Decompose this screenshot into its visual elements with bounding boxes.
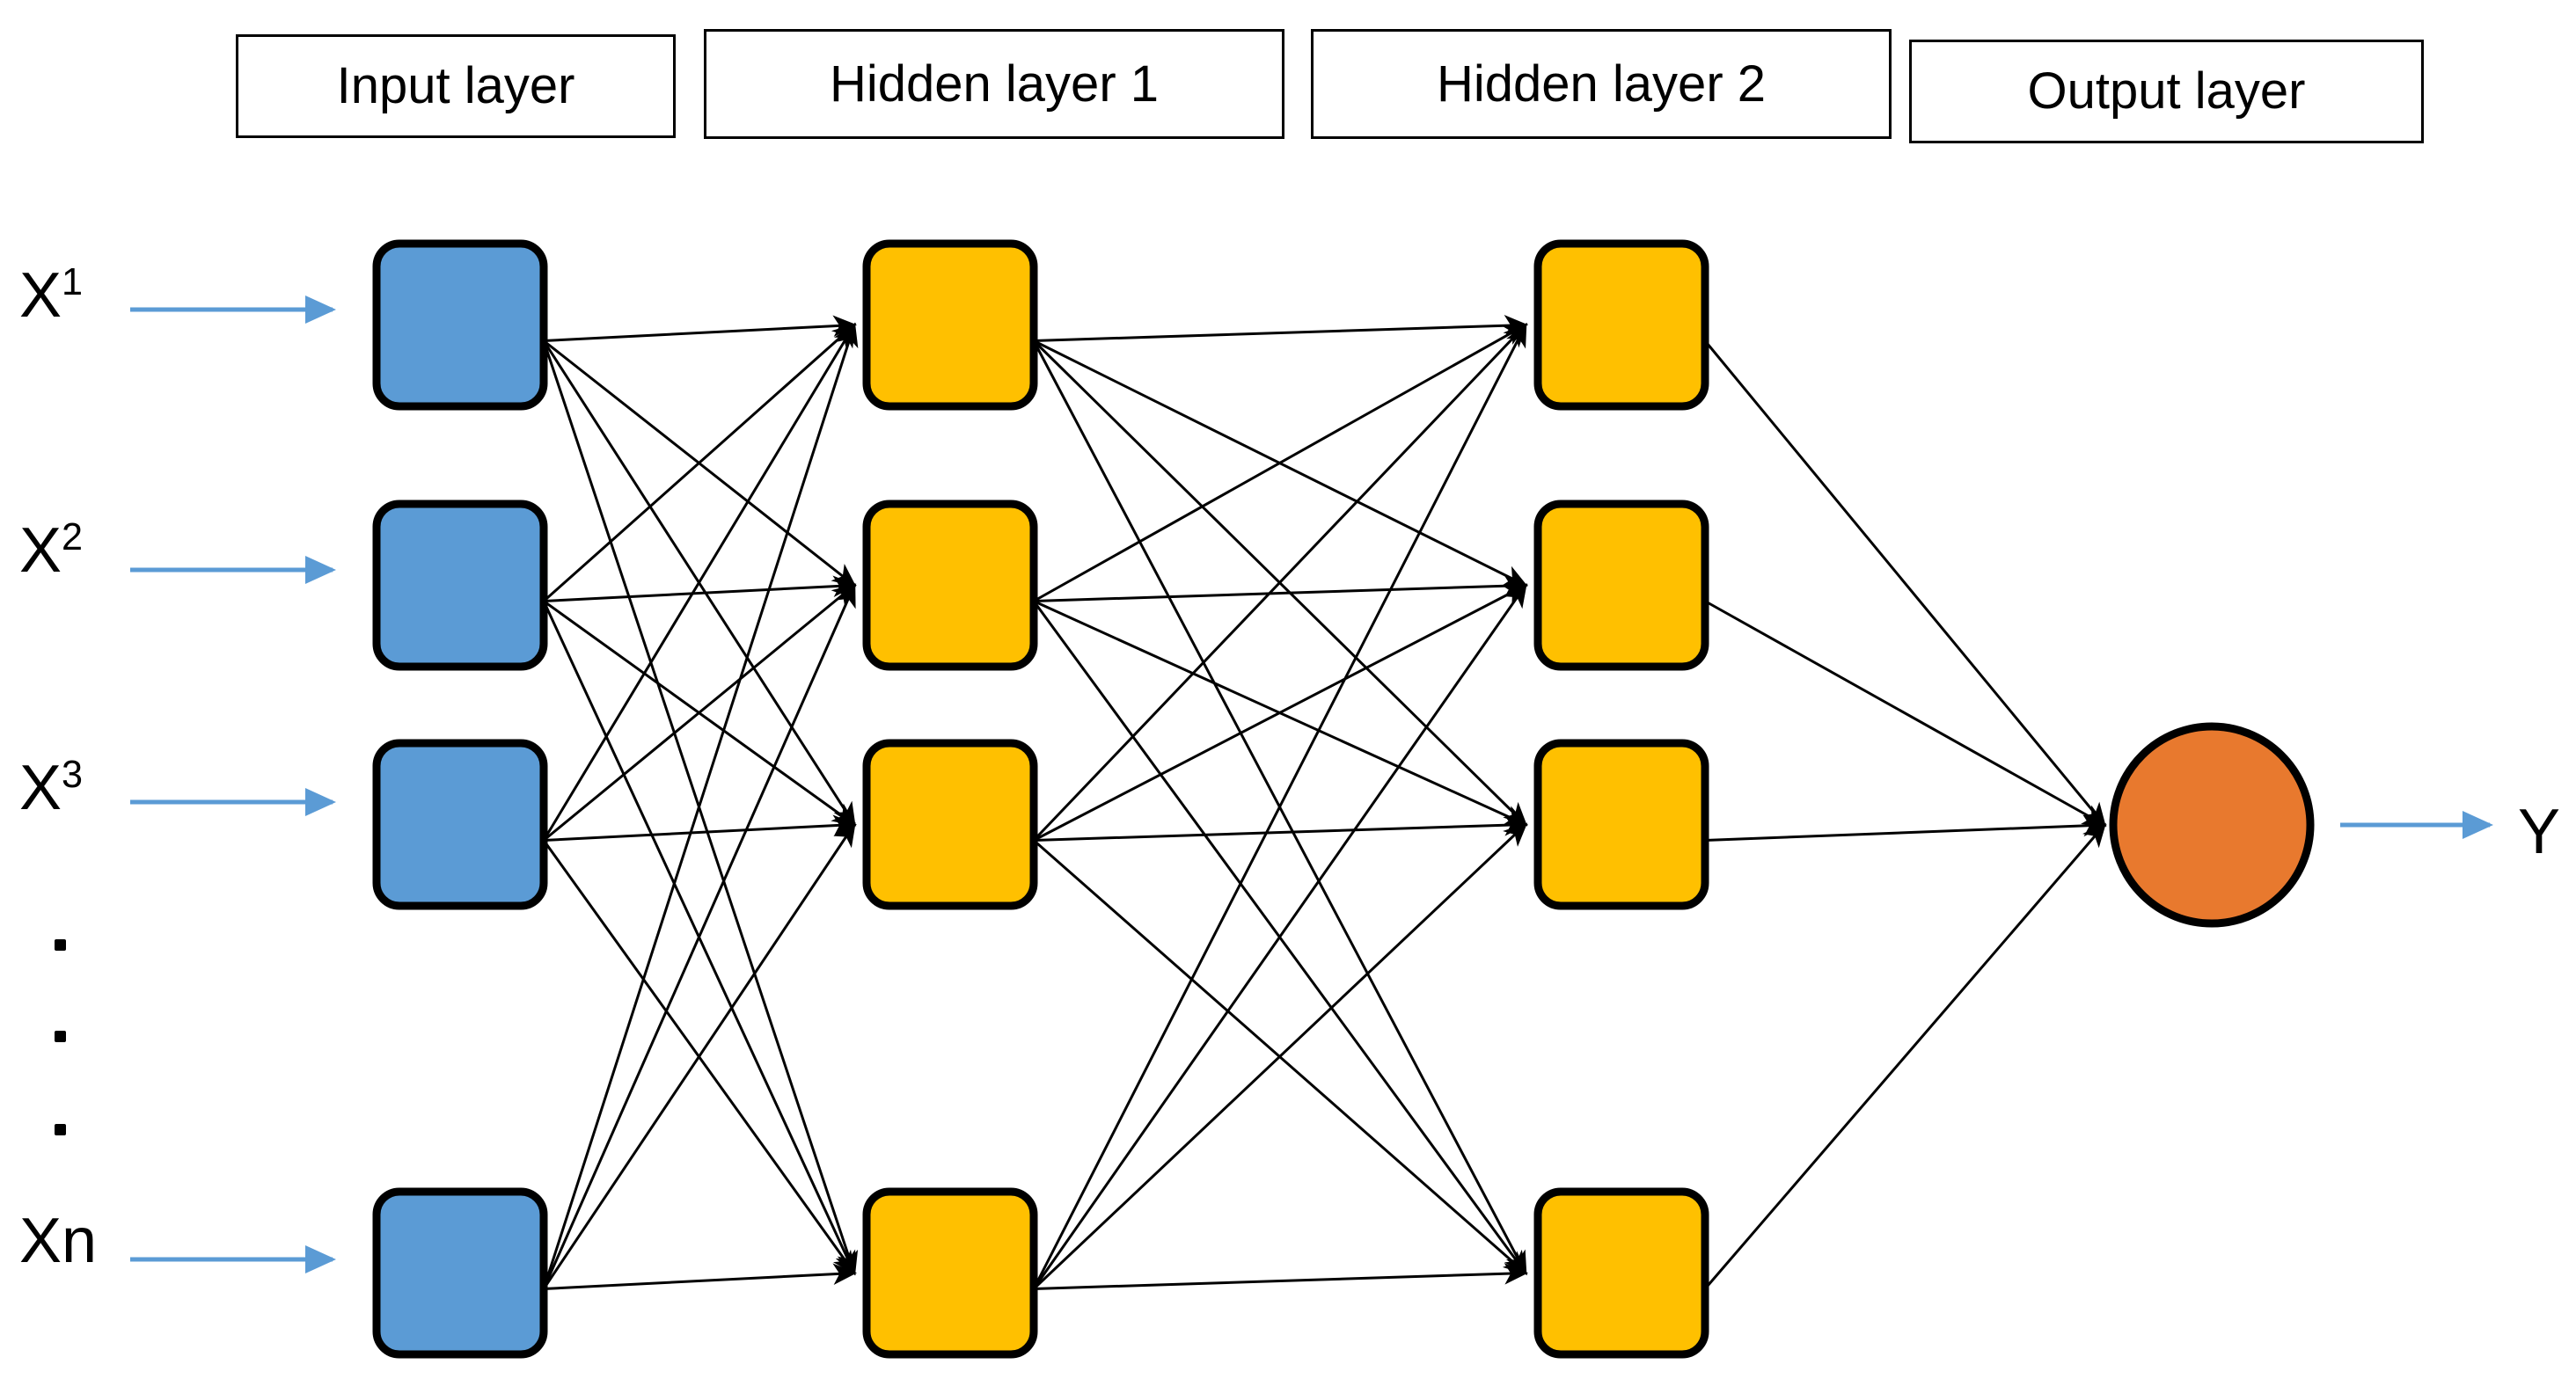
layer-caption-input: Input layer [236,34,676,138]
edge-hidden1-hidden2-3-0 [1032,322,1527,1290]
edge-input-hidden1-3-2 [542,822,856,1290]
edge-hidden1-hidden2-3-2 [1032,822,1528,1290]
edge-hidden2-output-1 [1704,600,2107,827]
edge-input-hidden1-3-0 [542,322,859,1289]
feature-superscript: 1 [62,261,84,303]
node-input-1[interactable] [372,500,548,671]
edge-hidden2-output-2 [1704,814,2107,842]
edge-input-hidden1-3-3 [543,1263,857,1290]
layer-caption-hidden2-label: Hidden layer 2 [1437,55,1766,113]
output-label-y: Y [2518,797,2561,867]
node-hidden1-3[interactable] [862,1187,1038,1359]
input-feature-label-x1: X1 [19,261,84,327]
edge-hidden2-output-0 [1703,339,2106,828]
edge-input-hidden1-2-1 [543,583,857,842]
node-hidden2-0[interactable] [1533,239,1709,411]
edge-hidden1-hidden2-3-3 [1033,1262,1528,1290]
edge-input-hidden1-1-1 [543,575,857,602]
edge-hidden1-hidden2-1-1 [1033,574,1528,602]
layer-caption-output: Output layer [1909,40,2424,143]
node-hidden1-1[interactable] [862,500,1038,671]
node-input-3[interactable] [372,1187,548,1359]
feature-base: X [19,515,62,586]
edge-hidden1-hidden2-3-1 [1032,583,1527,1290]
edge-input-hidden1-3-1 [542,582,856,1290]
node-hidden1-2[interactable] [862,739,1038,910]
ellipsis-dot [55,1124,66,1135]
layer-caption-hidden1: Hidden layer 1 [704,29,1284,139]
node-input-0[interactable] [372,239,548,411]
edge-hidden2-output-3 [1703,822,2106,1290]
node-input-2[interactable] [372,739,548,910]
feature-superscript: 3 [62,754,84,796]
edge-hidden1-hidden2-2-2 [1033,814,1528,842]
nodes-group [372,239,2315,1359]
ellipsis-dot [55,939,66,951]
edge-input-hidden1-0-0 [543,315,857,342]
layer-caption-hidden1-label: Hidden layer 1 [830,55,1159,113]
layer-caption-output-label: Output layer [2027,62,2306,120]
feature-base: X [19,753,62,823]
edge-hidden1-hidden2-0-0 [1033,314,1528,342]
input-feature-label-xn: Xn [19,1209,97,1273]
layer-caption-input-label: Input layer [336,57,575,114]
edge-hidden1-hidden2-2-0 [1032,323,1528,842]
edge-input-hidden1-1-0 [543,323,857,602]
layer-caption-hidden2: Hidden layer 2 [1311,29,1892,139]
feature-base: Xn [19,1206,98,1276]
input-feature-label-x2: X2 [19,516,84,582]
node-hidden2-1[interactable] [1533,500,1709,671]
input-feature-label-x3: X3 [19,753,84,823]
edge-hidden1-hidden2-2-1 [1033,584,1528,842]
ellipsis-dot [55,1031,66,1042]
edge-hidden1-hidden2-1-0 [1033,324,1528,602]
feature-base: X [19,260,62,331]
node-hidden2-2[interactable] [1533,739,1709,910]
edge-input-hidden1-2-2 [543,814,857,842]
node-output-0[interactable] [2109,722,2315,928]
io-arrows-group [130,296,2494,1273]
edge-input-hidden1-2-0 [542,322,856,842]
node-hidden2-3[interactable] [1533,1187,1709,1359]
edges-group [542,314,2107,1290]
node-hidden1-0[interactable] [862,239,1038,411]
feature-superscript: 2 [62,516,84,558]
